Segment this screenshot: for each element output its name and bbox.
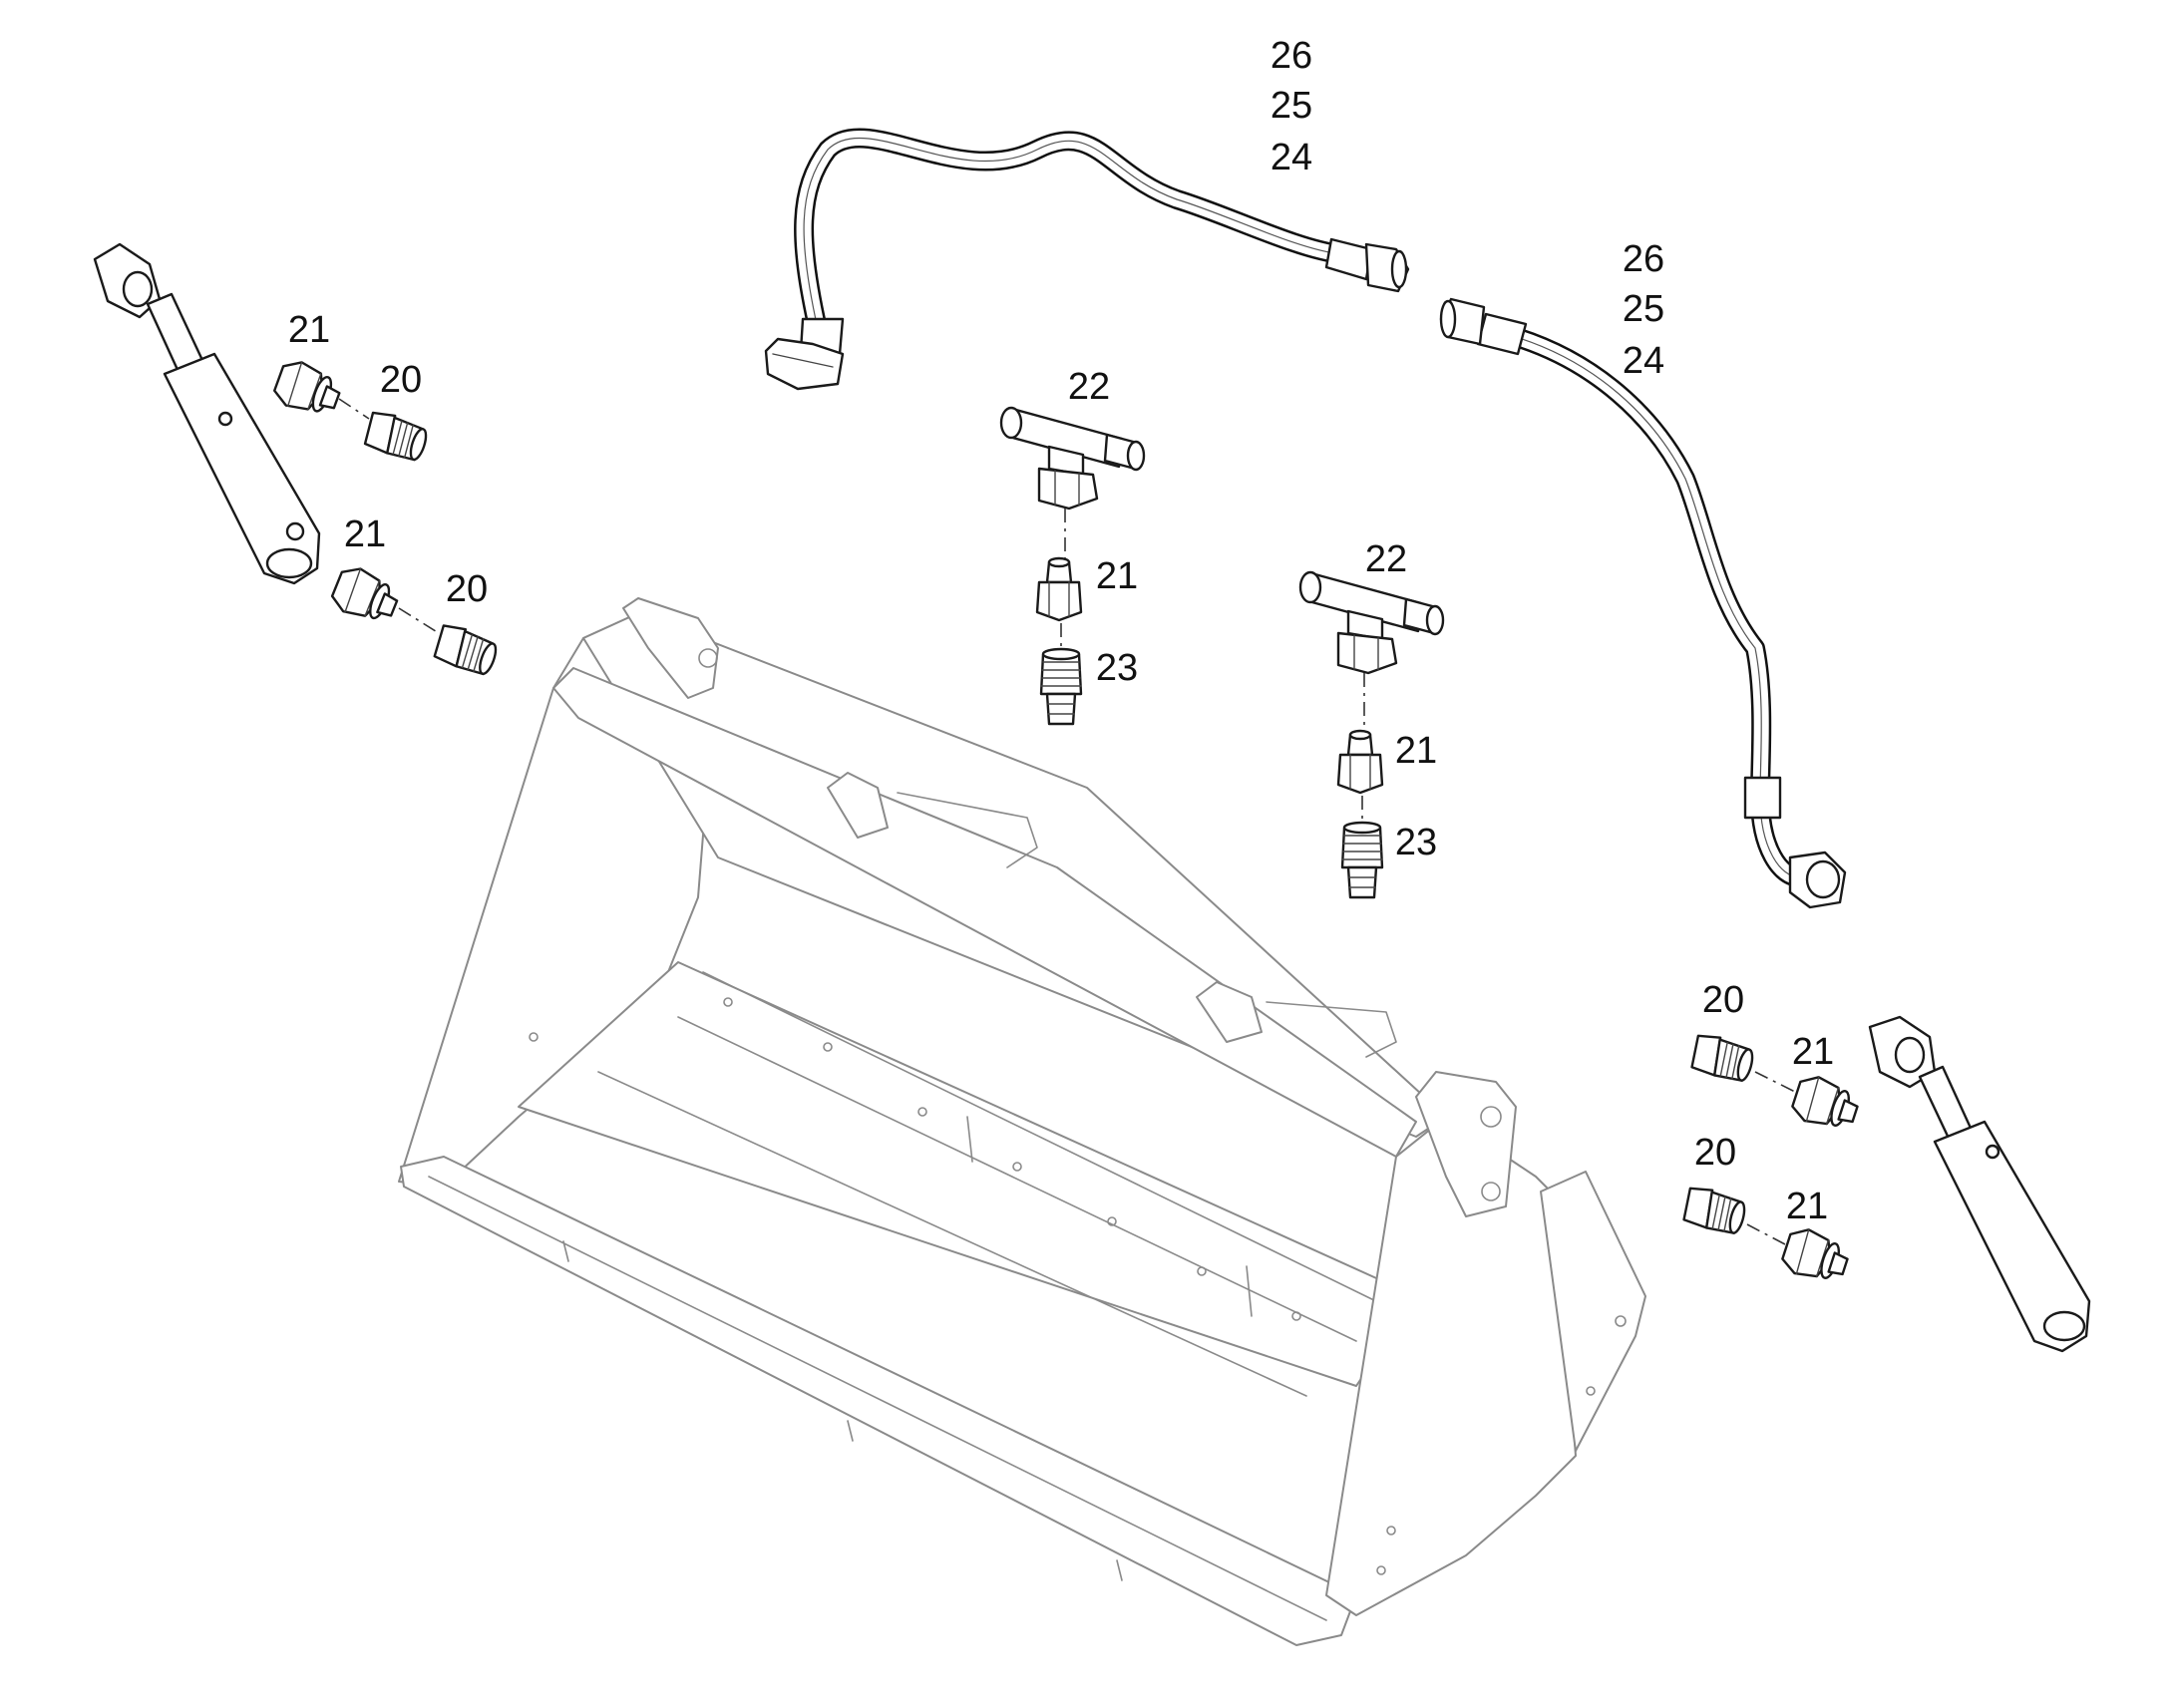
callout-left-upper-21: 21 (288, 309, 330, 351)
callout-right-lower-21: 21 (1786, 1186, 1828, 1227)
bucket-left-mount-bracket (622, 597, 719, 699)
right-upper-adapter-20 (1687, 1030, 1758, 1086)
callout-left-upper-20: 20 (380, 359, 422, 401)
hydraulic-hose-upper (764, 128, 1410, 391)
tee-a-nut-21 (1035, 556, 1083, 622)
hydraulic-cylinder-left (93, 242, 321, 585)
callout-right-upper-20: 20 (1702, 979, 1744, 1021)
fitting-group-tee-b (1298, 570, 1445, 899)
bucket-right-hook (1196, 981, 1263, 1043)
callout-tee-b-22: 22 (1365, 538, 1407, 580)
tee-b-adapter-23 (1340, 821, 1384, 899)
left-upper-adapter-20 (361, 407, 432, 465)
hydraulic-cylinder-right (1868, 1015, 2091, 1353)
hose-elbow-fitting (764, 337, 845, 391)
bucket-right-gusset (1540, 1171, 1646, 1452)
left-lower-nut-21 (327, 561, 405, 630)
callout-tee-a-22: 22 (1068, 366, 1110, 408)
fitting-group-right-upper (1687, 1030, 1864, 1137)
bucket-right-side-plate (1325, 1116, 1577, 1616)
callout-left-lower-21: 21 (344, 513, 386, 555)
fitting-group-left-lower (327, 561, 502, 679)
callout-tee-a-21: 21 (1096, 555, 1138, 597)
tee-b-tee-22 (1298, 570, 1445, 675)
callout-right-lower-20: 20 (1694, 1132, 1736, 1174)
callout-left-lower-20: 20 (446, 568, 488, 610)
callout-tee-b-23: 23 (1395, 822, 1437, 863)
bucket-right-mount-bracket (1415, 1071, 1517, 1217)
callout-hose-b-3: 24 (1623, 340, 1664, 382)
callout-hose-b-2: 25 (1623, 288, 1664, 330)
callout-hose-a-2: 25 (1271, 85, 1312, 127)
bucket-top-rail (552, 667, 1417, 1158)
callout-tee-b-21: 21 (1395, 730, 1437, 772)
right-lower-nut-21 (1778, 1223, 1854, 1289)
bucket-left-hook (827, 772, 889, 839)
tee-b-nut-21 (1336, 729, 1384, 795)
left-lower-adapter-20 (430, 620, 502, 679)
bucket-cutting-edge (400, 1156, 1357, 1646)
right-lower-adapter-20 (1679, 1183, 1750, 1238)
callout-hose-a-1: 26 (1271, 35, 1312, 77)
fitting-group-right-lower (1679, 1183, 1854, 1289)
bucket-floor (518, 961, 1417, 1387)
loader-bucket (398, 597, 1646, 1646)
left-upper-nut-21 (269, 355, 346, 423)
fitting-group-tee-a (999, 406, 1146, 726)
callout-hose-b-1: 26 (1623, 238, 1664, 280)
right-upper-nut-21 (1788, 1071, 1864, 1137)
tee-a-adapter-23 (1039, 647, 1083, 726)
callout-hose-a-3: 24 (1271, 137, 1312, 178)
tee-a-tee-22 (999, 406, 1146, 511)
callout-tee-a-23: 23 (1096, 647, 1138, 689)
callouts: 26 25 24 26 25 24 21 20 21 20 22 21 23 2… (288, 35, 1834, 1227)
hydraulic-hose-right (1439, 297, 1847, 909)
callout-right-upper-21: 21 (1792, 1031, 1834, 1073)
fitting-group-left-upper (269, 355, 432, 465)
